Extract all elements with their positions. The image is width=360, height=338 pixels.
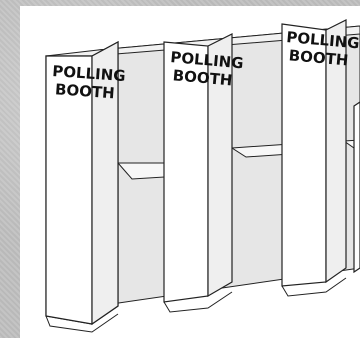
polling-booths-illustration: POLLING BOOTH POLLING BOOTH POLLING BOOT… <box>20 6 360 338</box>
polling-booths-drawing: POLLING BOOTH POLLING BOOTH POLLING BOOT… <box>20 6 360 338</box>
booth-panel-4-partial <box>354 102 360 272</box>
